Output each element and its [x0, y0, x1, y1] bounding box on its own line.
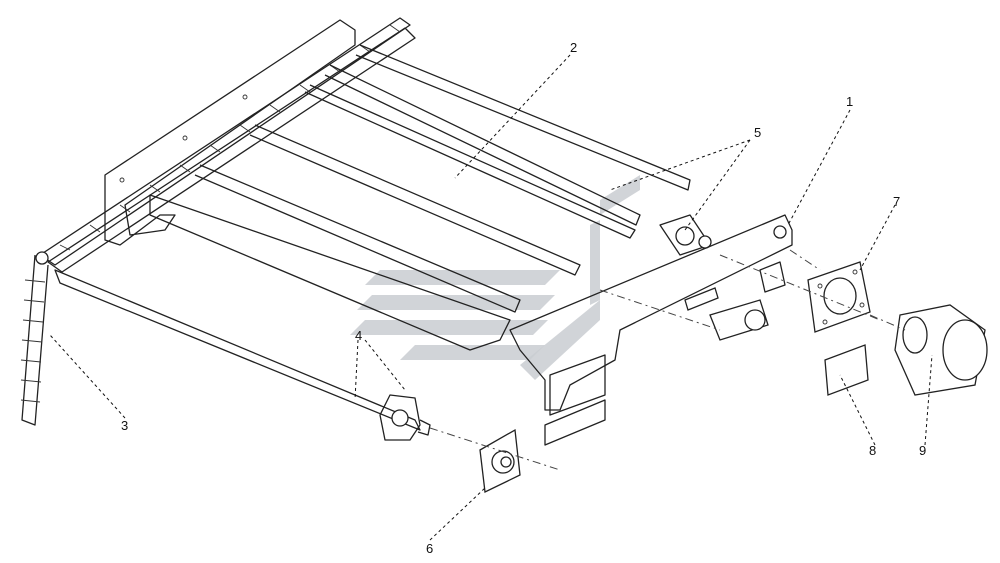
top-chain [39, 17, 416, 273]
callout-2: 2 [570, 40, 577, 55]
callout-1: 1 [846, 94, 853, 109]
callout-6: 6 [426, 541, 433, 556]
left-side-plate [104, 19, 356, 246]
right-side-plate [509, 214, 793, 446]
leader-lines [49, 54, 933, 541]
callout-4: 4 [355, 328, 362, 343]
alignment-lines [429, 249, 906, 471]
callout-5: 5 [754, 125, 761, 140]
gearmotor [894, 304, 988, 396]
callout-8: 8 [869, 443, 876, 458]
hanging-chain [20, 251, 49, 426]
callout-3: 3 [121, 418, 128, 433]
motor-mount-plate [807, 261, 871, 333]
rear-shaft-sprocket [659, 214, 712, 256]
callout-9: 9 [919, 443, 926, 458]
front-sprocket [379, 394, 431, 441]
coupling-shaft [709, 299, 769, 341]
bottom-plate [149, 194, 511, 351]
front-shaft [54, 269, 421, 431]
watermark-logo [350, 175, 640, 380]
small-plate [824, 344, 869, 396]
frame-slot-plate [684, 287, 719, 311]
bearing-flange [479, 428, 521, 493]
callout-7: 7 [893, 194, 900, 209]
